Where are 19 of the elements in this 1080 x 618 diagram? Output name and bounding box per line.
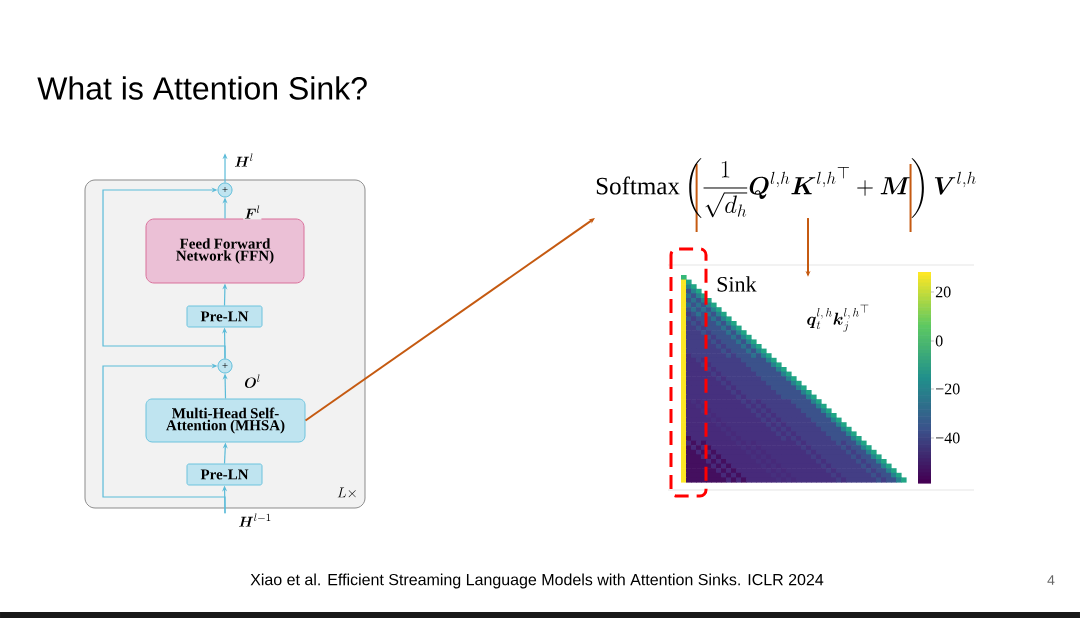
colorbar-tick-label: 20 [935,286,951,298]
colorbar-tick-label: 0 [935,335,943,347]
arrow [102,187,226,360]
input-label: $\boldsymbol{H}^{l-1}$ [238,513,271,527]
slide-title: What is Attention Sink? [37,76,367,100]
attention-box: Multi-Head Self-Attention (MHSA) [145,398,306,443]
page-number: 4 [1047,575,1055,585]
colorbar-tick-label: −20 [936,383,960,395]
heatmap: Sink $\boldsymbol{q}_t^{l,\,h}{\boldsymbol{k}_j^{l,\,h}}^{\top}$ [717,276,869,332]
arrow [304,218,595,422]
arrow [102,363,226,514]
citation: Xiao et al. Efficient Streaming Language Models with Attention Sinks. ICLR 2024 [250,573,824,589]
norm-box: Pre-LN [186,305,263,328]
edge-label: $\boldsymbol{O}^{l}$ [245,374,260,388]
norm-box: Pre-LN [186,463,263,486]
edge-label: $\boldsymbol{F}^{l}$ [244,205,260,219]
output-label: $\boldsymbol{H}^{l}$ [234,153,253,167]
ffn-box: Feed Forward Network (FFN) [145,218,305,284]
colorbar-tick-label: −40 [936,432,960,444]
